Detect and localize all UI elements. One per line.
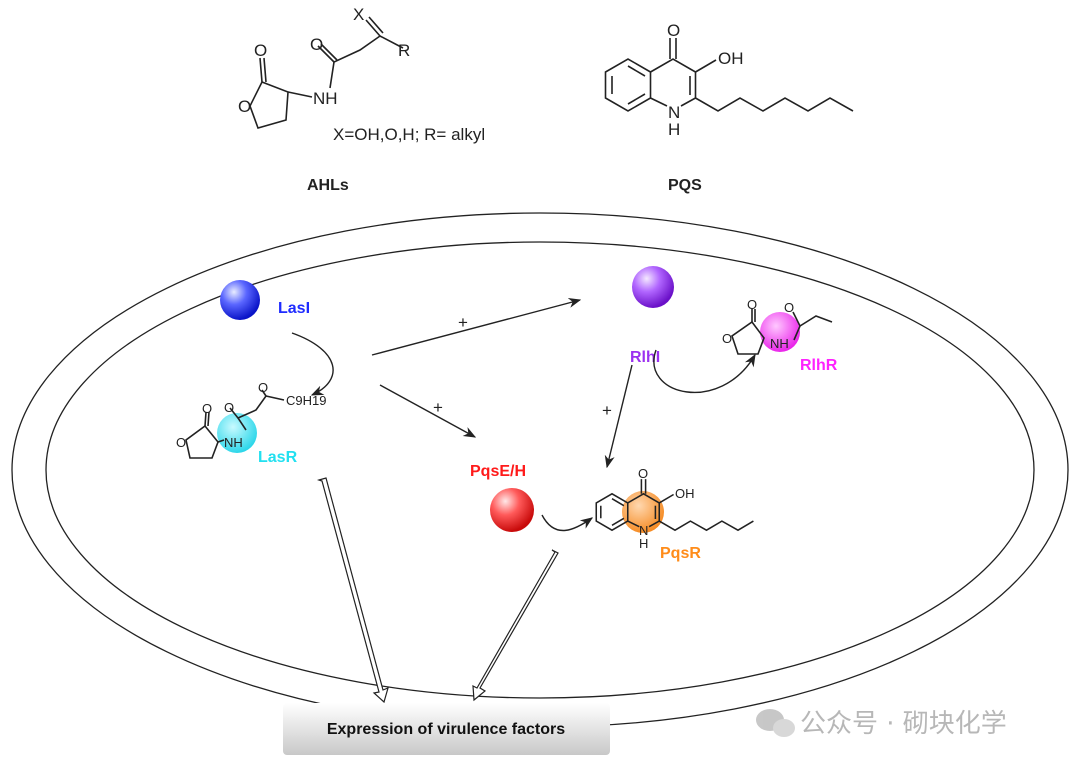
- plus-sign-2: +: [433, 398, 443, 417]
- pqsr-h: H: [639, 536, 648, 551]
- lasi-sphere: [220, 280, 260, 320]
- ahl-carbonyl-o: O: [254, 41, 267, 60]
- ahl-amide-o: O: [310, 35, 323, 54]
- ahl-structure: O O O NH X R X=OH,O,H; R= alkyl AHLs: [238, 5, 485, 194]
- plus-sign-3: +: [602, 401, 612, 420]
- rhli-label: RlhI: [630, 349, 660, 366]
- ahl-r: R: [398, 41, 410, 60]
- rhlr-complex: O O O NH RlhR: [722, 297, 838, 374]
- rhli-curved-arrow: [653, 349, 756, 394]
- lasr-sphere: [217, 413, 257, 453]
- rhlr-label: RlhR: [800, 357, 838, 374]
- ahl-caption: X=OH,O,H; R= alkyl: [333, 125, 485, 144]
- lasr-o3: O: [224, 400, 234, 415]
- lasi-curved-arrow: [291, 332, 334, 396]
- ahl-x: X: [353, 5, 364, 24]
- rhlr-o1: O: [747, 297, 757, 312]
- ahl-ring-o: O: [238, 97, 251, 116]
- watermark: 公众号 · 砌块化学: [756, 709, 1007, 739]
- lasr-o4: O: [258, 380, 268, 395]
- pqs-h: H: [668, 120, 680, 139]
- ahl-name: AHLs: [307, 177, 349, 194]
- virulence-output-box: [283, 703, 610, 755]
- lasr-o1: O: [202, 401, 212, 416]
- pqsr-label: PqsR: [660, 545, 701, 562]
- ahl-nh: NH: [313, 89, 338, 108]
- pqseh-curved-arrow: [541, 514, 594, 532]
- pqs-n: N: [668, 103, 680, 122]
- lasi-label: LasI: [278, 300, 310, 317]
- outer-membrane: [11, 212, 1069, 728]
- pqseh-label: PqsE/H: [470, 463, 526, 480]
- pqs-name: PQS: [668, 177, 702, 194]
- lasr-chain: C9H19: [286, 393, 326, 408]
- pqsr-n: N: [639, 523, 648, 538]
- lasr-output-hollow-arrow: [316, 477, 389, 704]
- pqsr-sphere: [622, 491, 664, 533]
- pqsr-o: O: [638, 466, 648, 481]
- rhli-sphere: [632, 266, 674, 308]
- virulence-output-label: Expression of virulence factors: [327, 721, 565, 738]
- pqsr-complex: O OH N H PqsR: [595, 466, 754, 562]
- lasr-to-pqseh-arrow: [379, 384, 477, 438]
- lasr-label: LasR: [258, 449, 298, 466]
- pqsr-oh: OH: [675, 486, 695, 501]
- pqs-o: O: [667, 21, 680, 40]
- pqs-oh: OH: [718, 49, 744, 68]
- lasr-nh: NH: [224, 435, 243, 450]
- rhlr-nh: NH: [770, 336, 789, 351]
- lasr-to-rhli-arrow: [371, 298, 582, 356]
- lasr-complex: O O O O NH C9H19 LasR: [176, 380, 326, 466]
- rhlr-o2: O: [722, 331, 732, 346]
- inner-membrane: [45, 241, 1035, 699]
- rhli-to-pqsr-arrow: [604, 364, 633, 469]
- rhlr-sphere: [760, 312, 800, 352]
- pqs-structure: O OH N H PQS: [604, 21, 854, 194]
- rhlr-o3: O: [784, 300, 794, 315]
- pqsr-output-hollow-arrow: [472, 549, 559, 702]
- watermark-text: 公众号 · 砌块化学: [800, 709, 1007, 739]
- pqseh-sphere: [490, 488, 534, 532]
- plus-sign-1: +: [458, 313, 468, 332]
- lasr-o2: O: [176, 435, 186, 450]
